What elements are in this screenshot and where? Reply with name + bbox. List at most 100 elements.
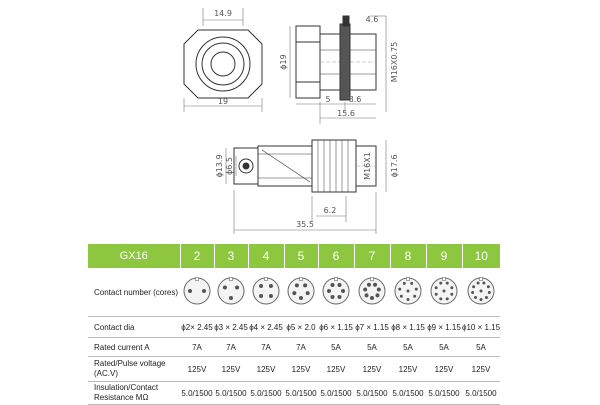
row-label: Rated current A: [88, 337, 180, 357]
key-notch: [195, 277, 199, 281]
table-cell: ϕ4 × 2.45: [248, 316, 284, 338]
plug-length-dimension: 35.5: [296, 220, 314, 229]
pin-dot: [439, 281, 443, 285]
connector-face: [252, 277, 280, 305]
key-notch: [334, 277, 338, 281]
table-cell: ϕ3 × 2.45: [214, 316, 248, 338]
table-cell: 5.0/1500: [180, 381, 214, 405]
table-cell: 125V: [354, 356, 390, 382]
pin-dot: [259, 293, 264, 298]
pin-dot: [305, 291, 310, 296]
pin-layout-cell: [318, 268, 354, 317]
connector-face: [217, 277, 245, 305]
key-notch: [370, 277, 374, 281]
pin-dot: [268, 293, 273, 298]
table-cell: ϕ2× 2.45: [180, 316, 214, 338]
pin-dot: [363, 287, 368, 292]
pin-layout-cell: [426, 268, 462, 317]
table-cell: 125V: [426, 356, 462, 382]
pin-layout-cell: [390, 268, 426, 317]
side-view: [289, 15, 387, 124]
column-header: 7: [353, 244, 390, 268]
pin-layout-icon: [287, 277, 315, 305]
side-thread-dimension: M16X0.75: [390, 42, 399, 82]
key-notch: [299, 277, 303, 281]
row-label: Contact number (cores): [88, 268, 180, 317]
pin-layout-icon: [252, 277, 280, 305]
front-view: [183, 8, 263, 112]
table-cell: 7A: [214, 337, 248, 357]
pin-dot: [471, 290, 475, 294]
pin-dot: [375, 293, 380, 298]
pin-layout-cell: [214, 268, 248, 317]
pin-dot: [442, 289, 446, 293]
column-header: 2: [179, 244, 214, 268]
table-cell: 125V: [214, 356, 248, 382]
table-row: Insulation/Contact Resistance MΩ 5.0/150…: [88, 381, 500, 405]
series-label: GX16: [88, 244, 180, 268]
table-cell: 7A: [248, 337, 284, 357]
pin-dot: [341, 289, 345, 293]
side-dimension-c: 15.6: [337, 109, 355, 118]
pin-dot: [222, 285, 227, 290]
pin-dot: [410, 281, 414, 285]
pin-dot: [299, 296, 303, 300]
pin-dot: [337, 282, 342, 287]
pin-dot: [450, 292, 454, 296]
table-cell: 5.0/1500: [426, 381, 462, 405]
pin-dot: [376, 287, 381, 292]
pin-dot: [439, 297, 443, 301]
side-top-dimension: 4.6: [366, 15, 379, 24]
connector-face: [322, 277, 350, 305]
table-cell: 5.0/1500: [462, 381, 500, 405]
table-cell: 5.0/1500: [354, 381, 390, 405]
pin-dot: [229, 296, 233, 300]
row-label-line: (AC.V): [94, 369, 118, 378]
front-top-dimension: 14.9: [214, 9, 232, 18]
pin-dot: [268, 284, 273, 289]
plug-view: [225, 139, 387, 234]
side-dimension-a: 5: [325, 95, 330, 104]
key-notch: [229, 277, 233, 281]
row-label-line: Rated/Pulse voltage: [94, 359, 166, 368]
row-label: Rated/Pulse voltage (AC.V): [88, 356, 180, 382]
pin-dot: [414, 287, 418, 291]
pin-dot: [445, 281, 449, 285]
table-cell: ϕ7 × 1.15: [354, 316, 390, 338]
pin-dot: [450, 286, 454, 290]
pin-dot: [292, 291, 297, 296]
front-bottom-dimension: 19: [218, 97, 228, 106]
pin-dot: [259, 284, 264, 289]
pin-dot: [330, 282, 335, 287]
plug-inner-diameter: ϕ6.5: [225, 157, 234, 175]
table-cell: ϕ8 × 1.15: [390, 316, 426, 338]
row-label: Insulation/Contact Resistance MΩ: [88, 381, 180, 405]
table-cell: 5.0/1500: [318, 381, 354, 405]
pin-layout-cell: [284, 268, 318, 317]
table-cell: ϕ9 × 1.15: [426, 316, 462, 338]
connector-technical-drawing: 14.9 19 4.6 ϕ19 M16X0.75 5 8.6 15.6: [183, 8, 399, 234]
table-cell: 125V: [284, 356, 318, 382]
pin-dot: [398, 287, 402, 291]
pin-layout-cell: [180, 268, 214, 317]
table-cell: ϕ6 × 1.15: [318, 316, 354, 338]
table-row: Rated current A 7A 7A 7A 7A 5A 5A 5A 5A …: [88, 337, 500, 357]
pin-dot: [474, 296, 478, 300]
column-header: 3: [213, 244, 248, 268]
table-cell: ϕ5 × 2.0: [284, 316, 318, 338]
column-header: 4: [247, 244, 284, 268]
side-dimension-b: 8.6: [349, 95, 362, 104]
pin-dot: [235, 285, 240, 290]
pin-dot: [373, 282, 378, 287]
pin-dot: [370, 296, 374, 300]
table-cell: 125V: [180, 356, 214, 382]
column-header: 10: [461, 244, 500, 268]
pin-dot: [479, 298, 483, 301]
pin-dot: [476, 281, 480, 285]
table-cell: 125V: [390, 356, 426, 382]
table-cell: 7A: [180, 337, 214, 357]
pin-dot: [413, 294, 417, 298]
pin-dot: [434, 292, 438, 296]
pin-dot: [406, 298, 410, 301]
column-header: 5: [283, 244, 318, 268]
